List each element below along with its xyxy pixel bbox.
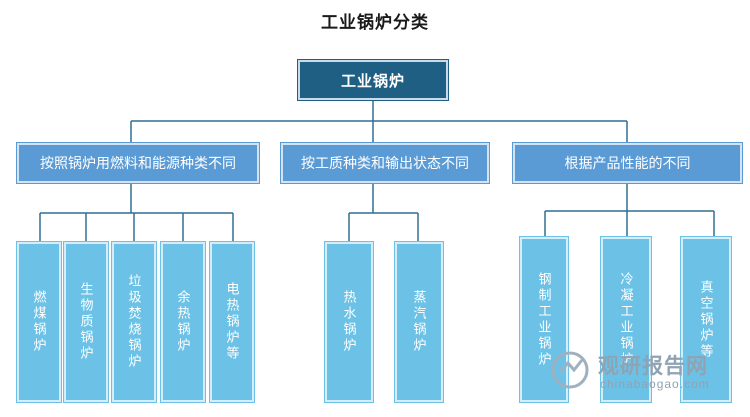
- leaf-condensing-industrial-boiler: 冷凝工业锅炉: [600, 236, 652, 403]
- category-fuel-type: 按照锅炉用燃料和能源种类不同: [16, 142, 260, 184]
- leaf-waste-heat-boiler: 余热锅炉: [160, 241, 206, 403]
- category-medium-output: 按工质种类和输出状态不同: [280, 142, 490, 184]
- leaf-coal-boiler: 燃煤锅炉: [16, 241, 62, 403]
- watermark-name: 观研报告网: [598, 355, 708, 378]
- leaf-steam-boiler: 蒸汽锅炉: [394, 241, 444, 403]
- leaf-hot-water-boiler: 热水锅炉: [324, 241, 374, 403]
- leaf-electric-boiler: 电热锅炉等: [209, 241, 255, 403]
- leaf-waste-incineration-boiler: 垃圾焚烧锅炉: [111, 241, 157, 403]
- leaf-steel-industrial-boiler: 钢制工业锅炉: [519, 236, 569, 403]
- category-performance: 根据产品性能的不同: [512, 142, 743, 184]
- leaf-vacuum-boiler: 真空锅炉等: [680, 236, 732, 403]
- diagram-title: 工业锅炉分类: [321, 13, 429, 32]
- watermark-url: chinabaogao.com: [600, 377, 710, 391]
- root-node: 工业锅炉: [297, 59, 449, 101]
- leaf-biomass-boiler: 生物质锅炉: [63, 241, 109, 403]
- watermark-logo-icon: [551, 351, 589, 389]
